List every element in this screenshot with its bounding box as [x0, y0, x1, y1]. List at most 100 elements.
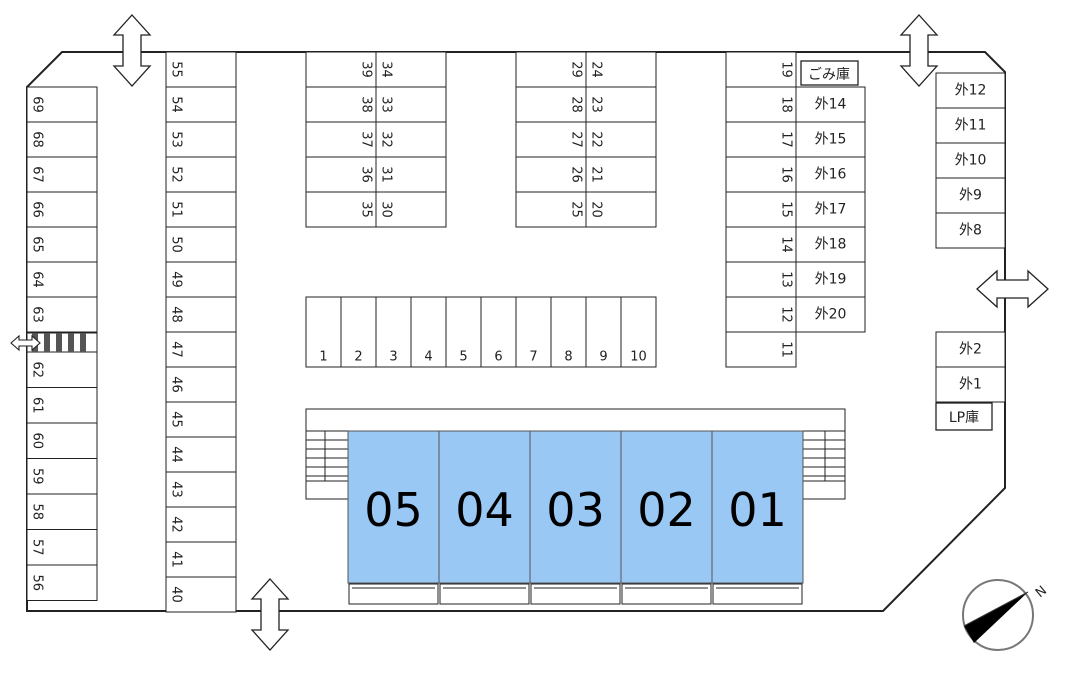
parking-space: 68 [26, 121, 98, 158]
space-number: 16 [779, 166, 794, 183]
space-number: 52 [169, 166, 184, 183]
parking-space: 62 [26, 351, 98, 388]
space-number: 69 [30, 96, 45, 113]
parking-space: 外17 [795, 191, 866, 228]
outside-space-label: 外10 [955, 153, 987, 169]
parking-space: 外10 [935, 142, 1006, 179]
space-number: 29 [569, 61, 584, 78]
space-number: 46 [169, 376, 184, 393]
space-number: 26 [569, 166, 584, 183]
parking-space: 60 [26, 422, 98, 459]
building-unit: 02 [620, 430, 713, 605]
parking-space: 外15 [795, 121, 866, 158]
parking-space: 38 [305, 86, 377, 123]
left-stairs [306, 430, 348, 482]
parking-space: 外2 [935, 331, 1006, 368]
parking-space: 1 [305, 296, 342, 368]
space-number: 24 [589, 61, 604, 78]
parking-space: 43 [165, 471, 237, 508]
parking-space: 6 [480, 296, 517, 368]
space-number: 22 [589, 131, 604, 148]
parking-space: 外18 [795, 226, 866, 263]
outside-space-label: 外17 [815, 202, 847, 218]
space-number: 68 [30, 131, 45, 148]
parking-space: 12 [725, 296, 797, 333]
compass: N [962, 579, 1050, 651]
space-number: 64 [30, 271, 45, 288]
parking-space: 外20 [795, 296, 866, 333]
building-number: 04 [455, 483, 514, 537]
space-number: 15 [779, 201, 794, 218]
building-number: 05 [364, 483, 423, 537]
space-number: 10 [630, 350, 647, 365]
parking-space: 46 [165, 366, 237, 403]
parking-space: 外19 [795, 261, 866, 298]
parking-space: 53 [165, 121, 237, 158]
right-stairs [803, 430, 845, 482]
parking-space: 27 [515, 121, 587, 158]
outside-space-label: 外20 [815, 307, 847, 323]
compass-north-label: N [1033, 583, 1050, 601]
space-number: 7 [529, 350, 537, 365]
garbage-shed: ごみ庫 [800, 60, 859, 86]
parking-space: 23 [585, 86, 657, 123]
parking-space: 65 [26, 226, 98, 263]
space-number: 30 [379, 201, 394, 218]
space-number: 12 [779, 306, 794, 323]
entrance-arrow-left [10, 334, 41, 352]
outside-space-label: 外12 [955, 83, 987, 99]
space-number: 67 [30, 166, 45, 183]
building-number: 01 [728, 483, 787, 537]
space-number: 61 [30, 397, 45, 414]
parking-space: 14 [725, 226, 797, 263]
parking-space: 外14 [795, 86, 866, 123]
parking-space: 56 [26, 564, 98, 601]
space-number: 55 [169, 61, 184, 78]
space-number: 48 [169, 306, 184, 323]
parking-space: 31 [375, 156, 447, 193]
outside-space-label: 外2 [959, 342, 982, 358]
space-number: 47 [169, 341, 184, 358]
building-number: 02 [637, 483, 696, 537]
space-number: 4 [424, 350, 432, 365]
outside-1-2: 外2 外1 [935, 331, 1006, 403]
parking-space: 外1 [935, 366, 1006, 403]
parking-space: 21 [585, 156, 657, 193]
parking-space: 66 [26, 191, 98, 228]
space-number: 57 [30, 539, 45, 556]
parking-space: 33 [375, 86, 447, 123]
space-number: 18 [779, 96, 794, 113]
space-number: 56 [30, 574, 45, 591]
space-number: 37 [359, 131, 374, 148]
parking-space: 3 [375, 296, 412, 368]
parking-space: 16 [725, 156, 797, 193]
parking-space: 11 [725, 331, 797, 368]
parking-space: 42 [165, 506, 237, 543]
space-number: 45 [169, 411, 184, 428]
parking-space: 37 [305, 121, 377, 158]
space-number: 41 [169, 551, 184, 568]
space-number: 58 [30, 503, 45, 520]
space-number: 38 [359, 96, 374, 113]
space-number: 65 [30, 236, 45, 253]
outside-space-label: 外16 [815, 167, 847, 183]
space-number: 51 [169, 201, 184, 218]
outside-space-label: 外1 [959, 377, 982, 393]
parking-space: 22 [585, 121, 657, 158]
space-number: 27 [569, 131, 584, 148]
parking-space: 24 [585, 51, 657, 88]
space-number: 11 [779, 341, 794, 358]
space-number: 36 [359, 166, 374, 183]
parking-space: 57 [26, 529, 98, 566]
entrance-arrow-top-right [899, 14, 939, 87]
space-number: 5 [459, 350, 467, 365]
space-number: 35 [359, 201, 374, 218]
parking-space: 64 [26, 261, 98, 298]
building-unit: 05 [347, 430, 440, 605]
space-number: 2 [354, 350, 362, 365]
